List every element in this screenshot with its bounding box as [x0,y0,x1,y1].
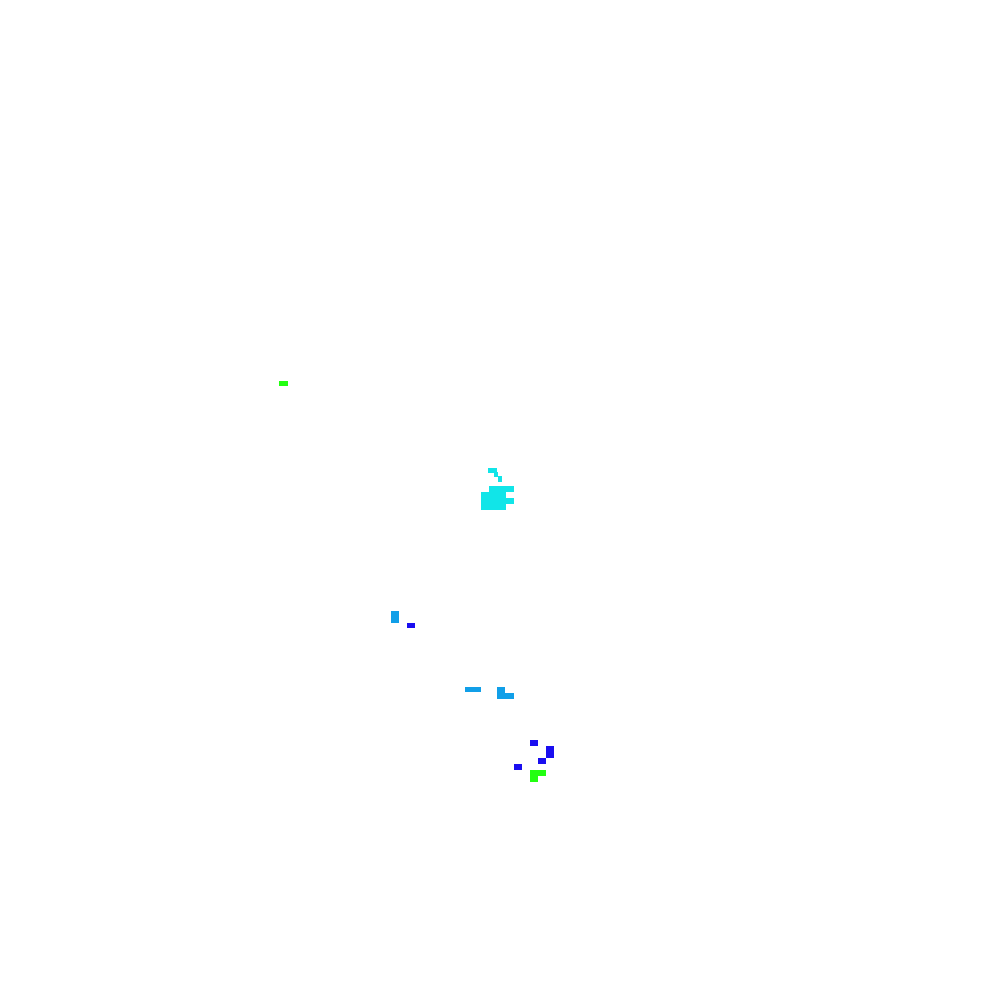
game-canvas[interactable] [0,0,1000,1000]
